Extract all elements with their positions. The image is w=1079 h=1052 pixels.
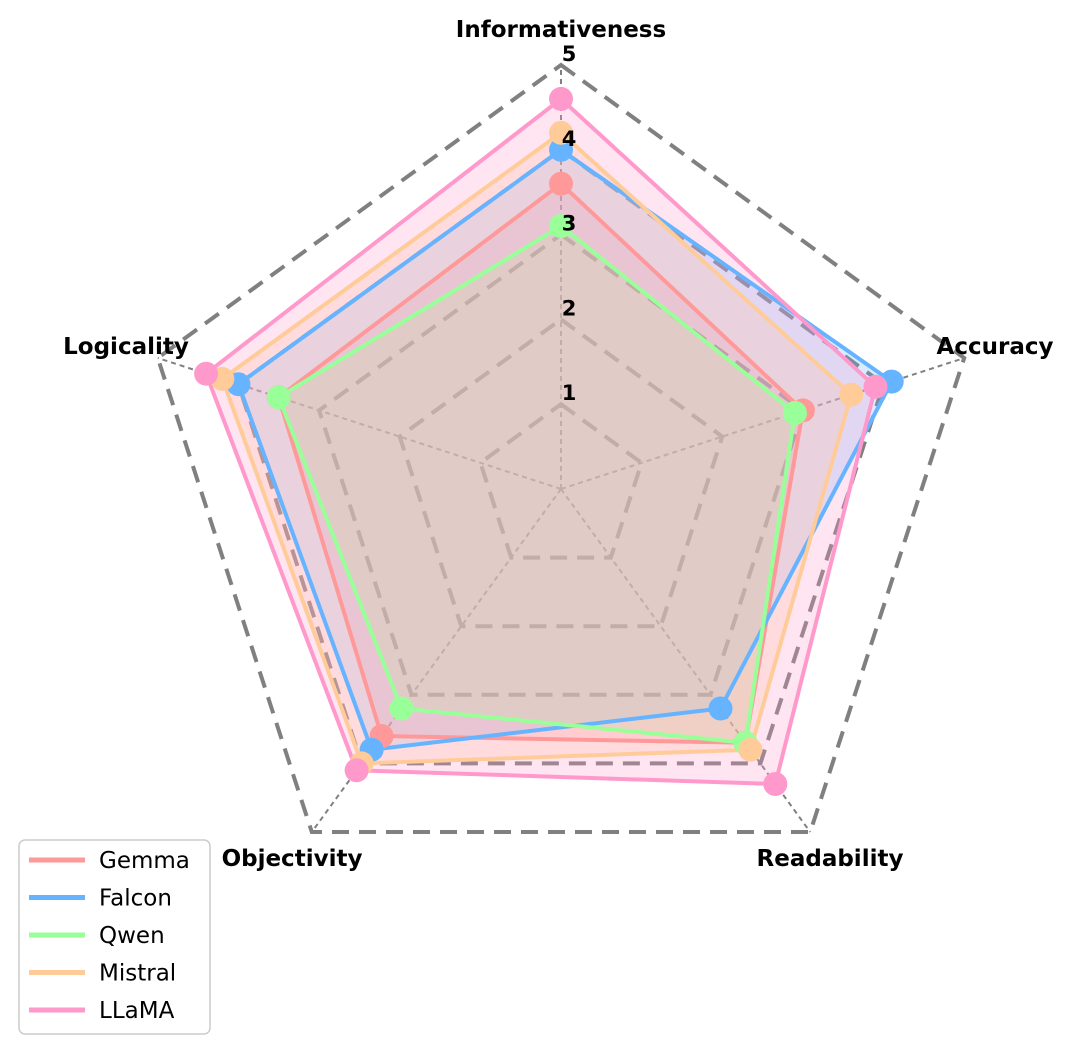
r-tick-label-5: 5 [562,42,577,66]
r-tick-label-2: 2 [562,296,577,320]
point-gemma-informativeness [549,171,573,196]
point-llama-objectivity [344,758,369,783]
axis-label-objectivity: Objectivity [222,846,363,872]
series-fill-llama [206,98,876,784]
series-line-gemma [276,181,805,745]
series-marker-layer [194,86,904,796]
point-qwen-accuracy [782,401,807,425]
legend-label-falcon: Falcon [99,886,172,912]
point-llama-accuracy [863,374,888,399]
grid-ring-5 [155,62,967,834]
grid-ring-2 [397,316,725,629]
point-llama-logicality [194,361,219,386]
axis-label-logicality: Logicality [63,334,189,360]
series-fill-mistral [222,132,852,764]
grid-ring-3 [316,232,806,697]
series-fill-gemma [278,183,803,743]
point-llama-informativeness [549,86,573,111]
series-line-falcon [236,147,894,752]
legend-label-llama: LLaMA [99,998,175,1024]
point-mistral-informativeness [549,120,573,145]
series-fill-qwen [278,226,795,743]
axis-label-informativeness: Informativeness [456,17,666,43]
legend-label-mistral: Mistral [99,961,176,987]
r-tick-label-4: 4 [562,127,577,151]
series-line-layer [204,96,894,786]
series-fill-falcon [238,149,892,750]
point-qwen-objectivity [389,696,414,721]
series-fill-layer [206,98,892,784]
series-line-mistral [220,130,854,766]
series-line-llama [204,96,878,786]
point-llama-readability [763,772,788,796]
point-mistral-readability [738,737,763,762]
axis-label-accuracy: Accuracy [937,334,1054,360]
legend-label-qwen: Qwen [99,923,165,949]
series-line-qwen [276,224,797,745]
point-qwen-logicality [266,385,291,410]
tick-label-layer: 1 2 3 4 5 [562,42,577,405]
r-tick-label-1: 1 [562,381,577,405]
point-mistral-accuracy [839,382,864,407]
legend-box [18,839,211,1035]
legend-label-gemma: Gemma [99,848,190,874]
axis-label-readability: Readability [757,846,904,872]
point-qwen-informativeness [549,214,573,239]
grid-ring-1 [478,401,644,560]
r-tick-label-3: 3 [562,212,577,236]
point-falcon-informativeness [549,137,573,162]
point-falcon-readability [708,696,733,721]
